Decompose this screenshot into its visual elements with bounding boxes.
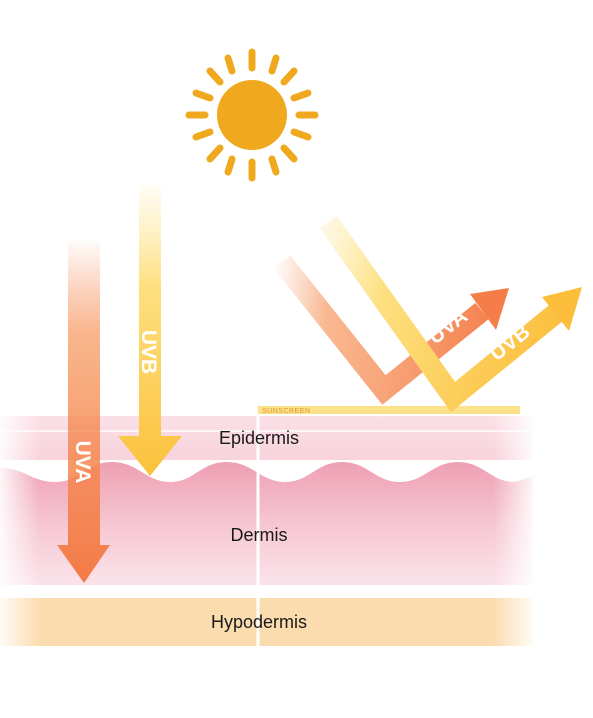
sunscreen-label: SUNSCREEN (262, 408, 310, 415)
dermis-label: Dermis (231, 525, 288, 545)
sunscreen-film: SUNSCREEN (258, 406, 520, 415)
uva-direct-label: UVA (71, 441, 94, 484)
uvb-direct-label: UVB (137, 330, 160, 374)
sun-icon (185, 48, 319, 182)
hypodermis-label: Hypodermis (211, 612, 307, 632)
uvb-direct-arrow: UVB (118, 185, 182, 476)
skin-layers (0, 416, 533, 646)
uva-direct-arrow: UVA (57, 238, 110, 583)
dermis-layer (0, 462, 533, 585)
hypodermis-layer (0, 598, 533, 646)
epidermis-label: Epidermis (219, 428, 299, 448)
